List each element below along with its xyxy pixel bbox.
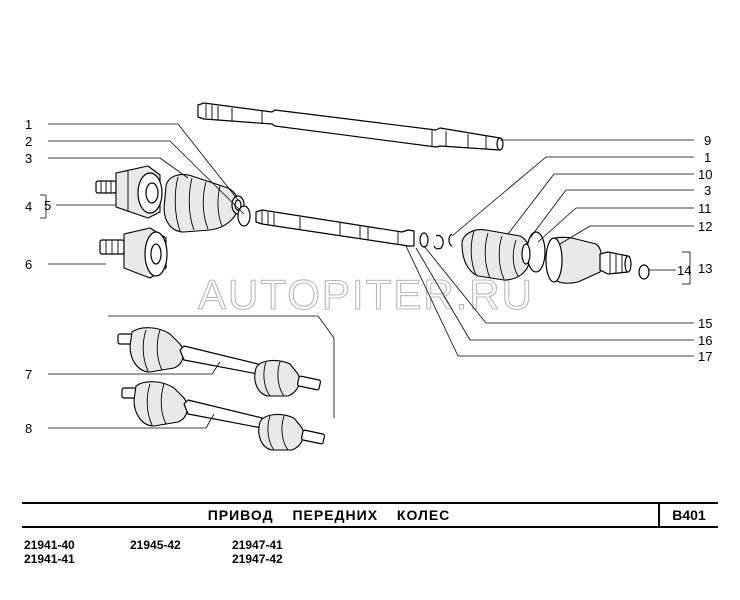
callout-3: 3 [25,151,32,166]
part-intermediate-shaft [197,102,504,151]
diagram-code: B401 [672,507,706,523]
part-drive-shaft-assembly-b [121,381,326,451]
callout-7: 7 [25,367,32,382]
part-boot-clamp-large [237,205,251,227]
callout-9: 9 [704,133,711,148]
part-small-o-ring [638,264,650,280]
part-retaining-ring [433,234,444,250]
part-inner-joint-housing [545,236,632,284]
callout-12: 12 [698,219,712,234]
model-code-21945-42: 21945-42 [130,538,181,552]
watermark: AUTOPITER.RU [198,271,534,318]
part-inner-clamp [521,231,546,273]
part-drive-shaft [255,209,415,247]
model-code-21941-41: 21941-41 [24,552,75,566]
part-outer-boot [163,173,240,233]
callout-8: 8 [25,421,32,436]
callout-16: 16 [698,333,712,348]
leader-lines-left [40,123,245,429]
part-stop-ring [419,232,429,248]
callout-5: 5 [44,198,51,213]
callout-4: 4 [25,199,32,214]
callout-1-right: 1 [704,150,711,165]
part-outer-cv-joint [99,227,168,279]
callout-3-right: 3 [704,183,711,198]
callout-1: 1 [25,117,32,132]
title-divider [658,504,660,526]
callout-17: 17 [698,349,712,364]
part-inner-boot [448,229,532,281]
model-code-21947-42: 21947-42 [232,552,283,566]
callout-2: 2 [25,134,32,149]
callouts-right: 9 1 10 3 11 12 13 14 15 16 17 [677,133,712,364]
leader-lines-right [405,139,694,357]
exploded-parts-diagram: AUTOPITER.RU [25,102,712,451]
callout-14: 14 [677,263,691,278]
callouts-left: 1 2 3 4 5 6 7 8 [25,117,51,436]
part-outer-joint-housing [95,165,163,219]
model-code-21947-41: 21947-41 [232,538,283,552]
part-drive-shaft-assembly-a [117,327,322,397]
callout-13: 13 [698,261,712,276]
diagram-title: ПРИВОД ПЕРЕДНИХ КОЛЕС [207,507,451,523]
model-code-21941-40: 21941-40 [24,538,75,552]
callout-15: 15 [698,316,712,331]
shaft-group-bracket [108,315,335,418]
title-block: ПРИВОД ПЕРЕДНИХ КОЛЕС B401 [22,502,718,528]
callout-11: 11 [698,201,712,216]
callout-10: 10 [698,167,712,182]
callout-6: 6 [25,257,32,272]
